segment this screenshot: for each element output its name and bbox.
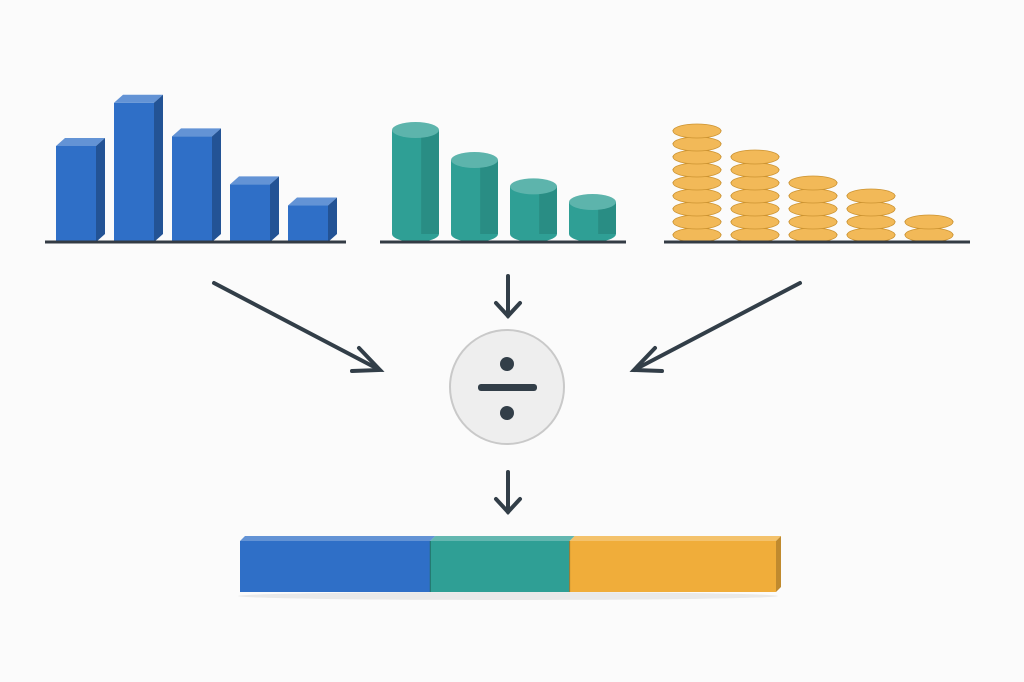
- coin: [672, 175, 722, 191]
- coin-stack: [730, 149, 780, 243]
- divide-operator: [449, 329, 565, 445]
- coin: [788, 188, 838, 204]
- teal-cylinder-bar-group: [392, 122, 616, 242]
- coin: [788, 214, 838, 230]
- coin: [672, 201, 722, 217]
- coin-stack: [904, 214, 954, 243]
- coin: [730, 201, 780, 217]
- cylinder-bar: [451, 152, 498, 242]
- coin: [730, 162, 780, 178]
- coin: [788, 227, 838, 243]
- coin: [672, 214, 722, 230]
- arrow-divide-to-result: [494, 470, 522, 515]
- coin: [672, 162, 722, 178]
- result-segment-gold: [569, 536, 781, 592]
- cylinder-bar: [392, 122, 439, 242]
- box-bar: [56, 138, 105, 242]
- coin: [730, 175, 780, 191]
- coin: [730, 188, 780, 204]
- coin-stack: [788, 175, 838, 243]
- coin: [672, 227, 722, 243]
- cylinder-bar: [510, 178, 557, 242]
- result-stacked-bar: [240, 536, 781, 592]
- coin: [730, 227, 780, 243]
- result-bar-shadow: [238, 592, 778, 600]
- box-bar: [172, 128, 221, 242]
- coin: [846, 188, 896, 204]
- coin: [846, 201, 896, 217]
- coin: [672, 149, 722, 165]
- coin: [730, 214, 780, 230]
- coin: [904, 227, 954, 243]
- box-bar: [114, 94, 163, 242]
- divide-icon: [478, 357, 537, 420]
- gold-coin-stack-group: [672, 123, 954, 243]
- coin: [788, 201, 838, 217]
- coin: [672, 188, 722, 204]
- box-bar: [288, 197, 337, 242]
- coin: [846, 214, 896, 230]
- coin: [730, 149, 780, 165]
- coin: [788, 175, 838, 191]
- result-bar-end-face: [776, 536, 781, 592]
- coin: [846, 227, 896, 243]
- coin-stack: [846, 188, 896, 243]
- coin: [672, 136, 722, 152]
- blue-box-bar-group: [56, 94, 337, 242]
- result-segment-blue: [240, 536, 436, 592]
- arrow-right-to-divide: [629, 281, 802, 373]
- arrow-left-to-divide: [212, 281, 385, 373]
- arrow-middle-to-divide: [494, 274, 522, 319]
- coin-stack: [672, 123, 722, 243]
- box-bar: [230, 176, 279, 242]
- cylinder-bar: [569, 194, 616, 242]
- result-segment-teal: [429, 536, 575, 592]
- coin: [904, 214, 954, 230]
- coin: [672, 123, 722, 139]
